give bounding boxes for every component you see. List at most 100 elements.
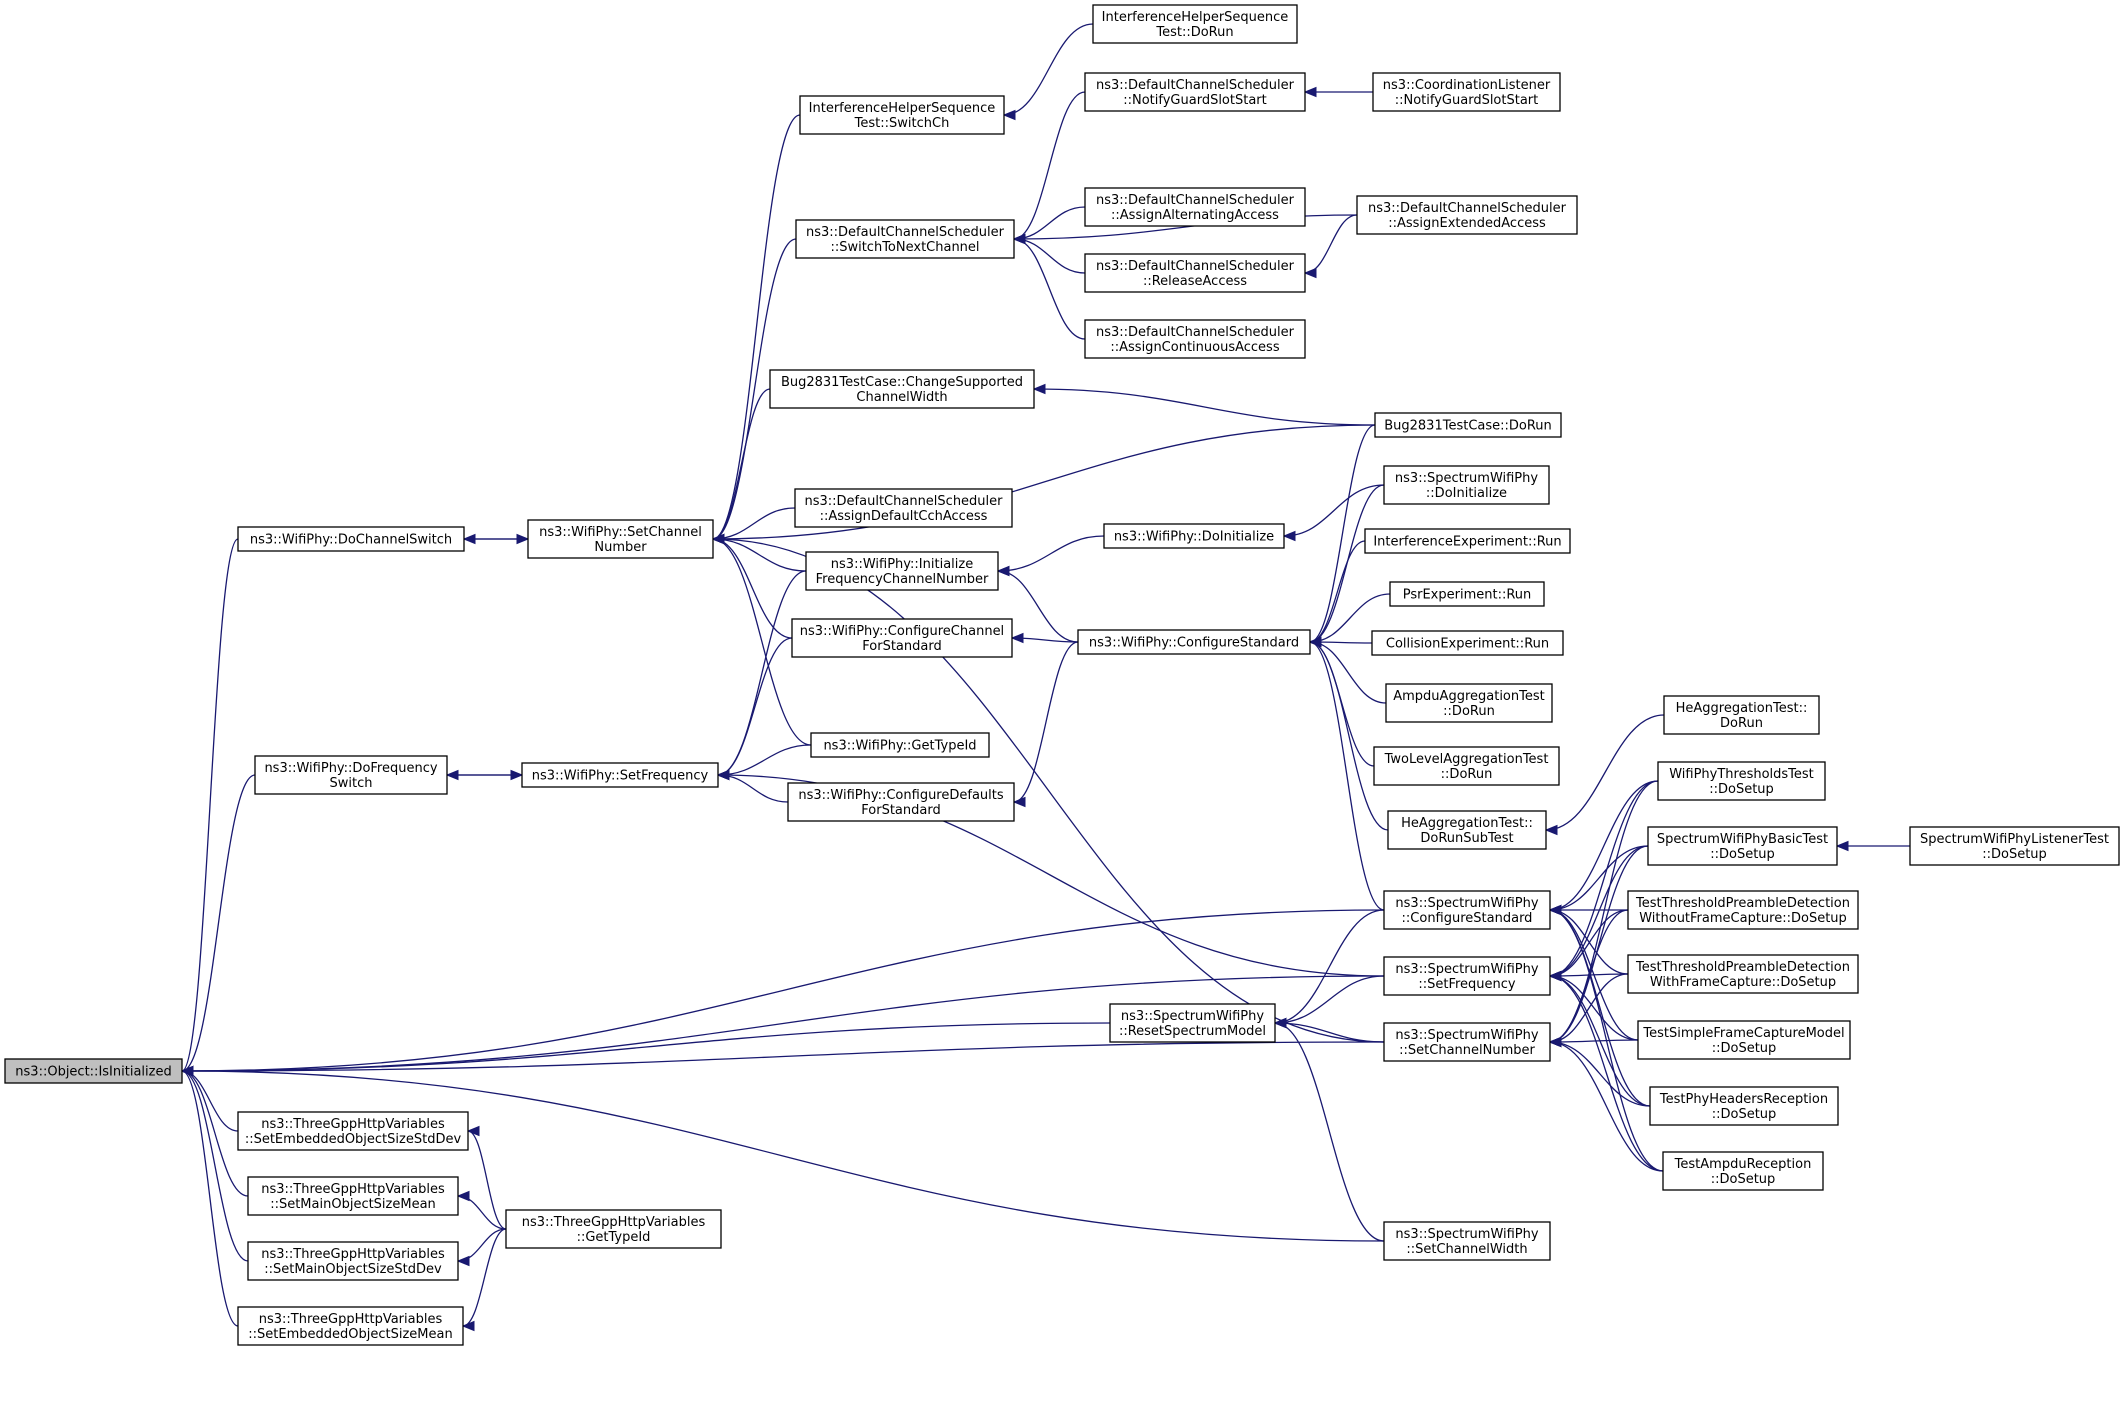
node-n32[interactable]: CollisionExperiment::Run <box>1371 630 1564 656</box>
node-box <box>254 755 448 795</box>
node-label: ::ResetSpectrumModel <box>1119 1024 1266 1039</box>
node-box <box>4 1058 183 1084</box>
node-box <box>1383 465 1550 505</box>
node-box <box>1383 1221 1551 1261</box>
node-n21[interactable]: ns3::DefaultChannelScheduler::AssignAlte… <box>1084 187 1306 227</box>
node-n18[interactable]: ns3::SpectrumWifiPhy::ResetSpectrumModel <box>1109 1003 1276 1043</box>
node-n35[interactable]: HeAggregationTest::DoRunSubTest <box>1387 810 1547 850</box>
edge-n42-to-n37 <box>1549 845 1649 977</box>
edge-n45-to-n37 <box>1549 975 1639 1041</box>
node-box <box>237 1111 469 1151</box>
node-box <box>1383 1022 1551 1062</box>
node-box <box>769 369 1035 409</box>
node-n11[interactable]: ns3::DefaultChannelScheduler::SwitchToNe… <box>795 219 1015 259</box>
node-n07[interactable]: ns3::WifiPhy::SetChannelNumber <box>527 519 714 559</box>
arrowhead <box>1308 636 1322 648</box>
node-box <box>1077 629 1311 655</box>
edge-n06-to-n00 <box>181 1070 239 1327</box>
node-label: ForStandard <box>862 639 941 654</box>
node-n12[interactable]: Bug2831TestCase::ChangeSupportedChannelW… <box>769 369 1035 409</box>
node-n00[interactable]: ns3::Object::IsInitialized <box>4 1058 183 1084</box>
node-n06[interactable]: ns3::ThreeGppHttpVariables::SetEmbeddedO… <box>237 1306 464 1346</box>
node-label: InterferenceHelperSequence <box>1102 10 1289 25</box>
edge-n28-to-n25 <box>1309 424 1376 643</box>
edge-n38-to-n18 <box>1274 1022 1385 1043</box>
node-n28[interactable]: Bug2831TestCase::DoRun <box>1374 412 1562 438</box>
node-n09[interactable]: ns3::ThreeGppHttpVariables::GetTypeId <box>505 1209 722 1249</box>
node-label: Switch <box>330 776 373 791</box>
edge-n39-to-n18 <box>1274 1022 1385 1242</box>
node-box <box>1385 683 1553 723</box>
node-box <box>1649 1086 1839 1126</box>
node-label: InterferenceHelperSequence <box>809 101 996 116</box>
edge-n25-to-n17 <box>1013 641 1079 803</box>
node-n31[interactable]: PsrExperiment::Run <box>1389 581 1545 607</box>
node-box <box>237 526 465 552</box>
edge-n20-to-n11 <box>1013 91 1086 240</box>
node-label: ::SetEmbeddedObjectSizeStdDev <box>245 1132 462 1147</box>
node-label: AmpduAggregationTest <box>1393 689 1544 704</box>
arrowhead <box>1303 267 1317 279</box>
node-label: FrequencyChannelNumber <box>816 572 989 587</box>
node-n39[interactable]: ns3::SpectrumWifiPhy::SetChannelWidth <box>1383 1221 1551 1261</box>
arrowhead <box>1548 1036 1562 1048</box>
node-n22[interactable]: ns3::DefaultChannelScheduler::ReleaseAcc… <box>1084 253 1306 293</box>
node-n37[interactable]: ns3::SpectrumWifiPhy::SetFrequency <box>1383 956 1551 996</box>
node-n13[interactable]: ns3::DefaultChannelScheduler::AssignDefa… <box>794 488 1013 528</box>
node-n40[interactable]: HeAggregationTest::DoRun <box>1663 695 1820 735</box>
node-label: Bug2831TestCase::DoRun <box>1384 419 1552 434</box>
node-n46[interactable]: TestPhyHeadersReception::DoSetup <box>1649 1086 1839 1126</box>
arrowhead <box>1002 109 1016 121</box>
edge-n43-to-n38 <box>1549 909 1629 1043</box>
node-n17[interactable]: ns3::WifiPhy::ConfigureDefaultsForStanda… <box>787 782 1015 822</box>
node-n03[interactable]: ns3::ThreeGppHttpVariables::SetEmbeddedO… <box>237 1111 469 1151</box>
arrowhead <box>996 565 1010 577</box>
node-label: ::DoSetup <box>1710 847 1775 862</box>
node-n23[interactable]: ns3::DefaultChannelScheduler::AssignCont… <box>1084 319 1306 359</box>
node-n47[interactable]: TestAmpduReception::DoSetup <box>1662 1151 1824 1191</box>
node-n15[interactable]: ns3::WifiPhy::ConfigureChannelForStandar… <box>791 618 1013 658</box>
edge-n14-to-n07 <box>712 538 807 572</box>
node-box <box>791 618 1013 658</box>
arrowhead <box>1010 632 1024 644</box>
node-label: Test::DoRun <box>1155 25 1233 40</box>
node-n08[interactable]: ns3::WifiPhy::SetFrequency <box>521 762 719 788</box>
node-n24[interactable]: ns3::WifiPhy::DoInitialize <box>1103 523 1285 549</box>
nodes-layer: ns3::Object::IsInitialized ns3::WifiPhy::… <box>4 4 2120 1346</box>
node-n42[interactable]: SpectrumWifiPhyBasicTest::DoSetup <box>1647 826 1838 866</box>
node-label: ::DoSetup <box>1712 1041 1777 1056</box>
node-n20[interactable]: ns3::DefaultChannelScheduler::NotifyGuar… <box>1084 72 1306 112</box>
node-n27[interactable]: ns3::DefaultChannelScheduler::AssignExte… <box>1356 195 1578 235</box>
node-n30[interactable]: InterferenceExperiment::Run <box>1364 528 1571 554</box>
edge-n39-to-n00 <box>181 1070 1385 1242</box>
node-n04[interactable]: ns3::ThreeGppHttpVariables::SetMainObjec… <box>247 1176 459 1216</box>
node-box <box>1084 72 1306 112</box>
arrowhead <box>1548 970 1562 982</box>
node-n26[interactable]: ns3::CoordinationListener::NotifyGuardSl… <box>1372 72 1561 112</box>
node-label: DoRun <box>1720 716 1763 731</box>
node-label: ns3::SpectrumWifiPhy <box>1395 1028 1538 1043</box>
node-n05[interactable]: ns3::ThreeGppHttpVariables::SetMainObjec… <box>247 1241 459 1281</box>
node-n01[interactable]: ns3::WifiPhy::DoChannelSwitch <box>237 526 465 552</box>
node-label: ns3::ThreeGppHttpVariables <box>261 1182 445 1197</box>
node-n16[interactable]: ns3::WifiPhy::GetTypeId <box>810 732 990 758</box>
node-n43[interactable]: TestThresholdPreambleDetectionWithoutFra… <box>1627 890 1859 930</box>
node-n44[interactable]: TestThresholdPreambleDetectionWithFrameC… <box>1627 954 1859 994</box>
node-n33[interactable]: AmpduAggregationTest::DoRun <box>1385 683 1553 723</box>
node-box <box>505 1209 722 1249</box>
node-n45[interactable]: TestSimpleFrameCaptureModel::DoSetup <box>1637 1020 1851 1060</box>
node-n38[interactable]: ns3::SpectrumWifiPhy::SetChannelNumber <box>1383 1022 1551 1062</box>
node-n41[interactable]: WifiPhyThresholdsTest::DoSetup <box>1657 761 1826 801</box>
node-n34[interactable]: TwoLevelAggregationTest::DoRun <box>1373 746 1560 786</box>
node-n25[interactable]: ns3::WifiPhy::ConfigureStandard <box>1077 629 1311 655</box>
node-box <box>1909 826 2120 866</box>
node-box <box>247 1176 459 1216</box>
node-n14[interactable]: ns3::WifiPhy::InitializeFrequencyChannel… <box>805 551 999 591</box>
node-n36[interactable]: ns3::SpectrumWifiPhy::ConfigureStandard <box>1383 890 1551 930</box>
node-n48[interactable]: SpectrumWifiPhyListenerTest::DoSetup <box>1909 826 2120 866</box>
node-label: ns3::SpectrumWifiPhy <box>1395 962 1538 977</box>
node-n29[interactable]: ns3::SpectrumWifiPhy::DoInitialize <box>1383 465 1550 505</box>
